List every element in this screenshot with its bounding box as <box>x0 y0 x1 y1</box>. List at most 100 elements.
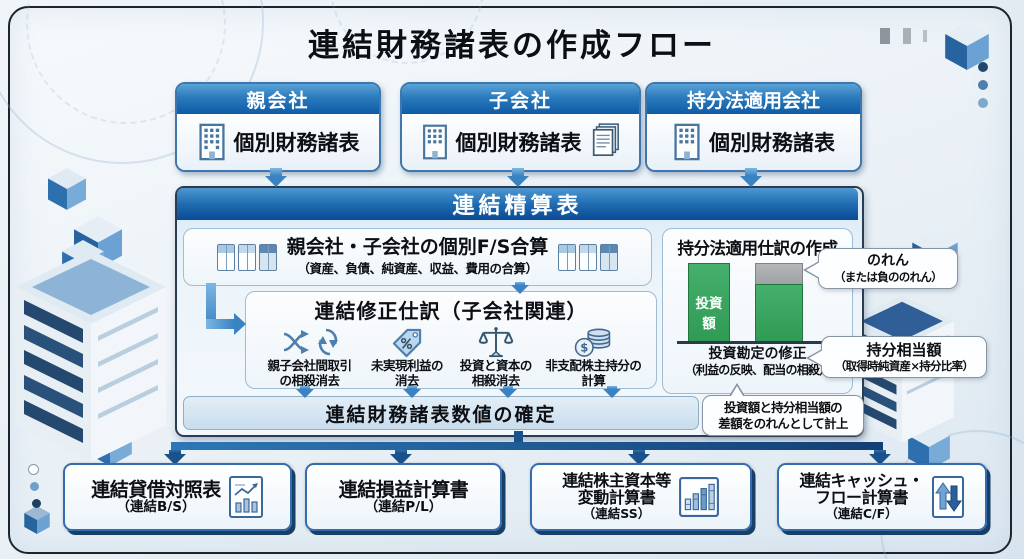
investment-amount-label: 投資額 <box>695 296 723 332</box>
flow-arrow-down <box>515 282 525 285</box>
goodwill-difference-callout: 投資額と持分相当額の 差額をのれんとして計上 <box>702 382 864 437</box>
cube-icon <box>24 506 50 534</box>
adjustment-label: 投資と資本の <box>459 358 533 373</box>
adjustment-item: 投資と資本の相殺消去 <box>451 326 541 388</box>
dot-decoration <box>28 464 39 475</box>
discount-tag-icon <box>392 328 421 357</box>
source-box-label: 個別財務諸表 <box>233 131 360 155</box>
flow-arrow-down <box>633 450 645 454</box>
office-building-icon <box>674 123 700 161</box>
callout-text: （取得時純資産×持分比率） <box>834 359 974 373</box>
flow-arrow-down <box>503 386 513 389</box>
output-box-balance-sheet: 連結貸借対照表 （連結B/S） <box>63 463 292 531</box>
square-decoration <box>923 30 927 42</box>
office-building-icon <box>422 124 447 160</box>
flow-arrow-down <box>169 450 181 454</box>
flow-arrow-down <box>874 450 886 454</box>
worksheet-header: 連結精算表 <box>177 188 858 220</box>
flow-arrow-down <box>270 168 282 176</box>
balance-scale-icon <box>478 326 514 357</box>
page-title: 連結財務諸表の作成フロー <box>308 28 716 64</box>
square-decoration <box>903 28 911 44</box>
adjustment-label: 非支配株主持分の <box>545 358 642 373</box>
line-bar-chart-icon <box>228 476 263 518</box>
finalize-bar: 連結財務諸表数値の確定 <box>183 396 699 430</box>
output-subtitle: （連結P/L） <box>364 498 443 515</box>
source-box-header: 子会社 <box>402 84 639 114</box>
fs-aggregation-subtitle: （資産、負債、純資産、収益、費用の合算） <box>297 261 538 277</box>
dot-decoration <box>978 62 988 72</box>
output-subtitle: （連結C/F） <box>825 506 898 522</box>
office-building-icon <box>198 123 225 161</box>
flow-arrow-elbow <box>206 319 234 329</box>
investment-adjustment-caption-sub: （利益の反映、配当の相殺） <box>684 362 831 377</box>
flow-arrow-elbow <box>206 283 216 329</box>
cube-icon <box>945 22 989 70</box>
consolidation-worksheet: 連結精算表 親会社・子会社の個別F/S合算 （資産、負債、純資産、収益、費用の合… <box>175 186 864 437</box>
cash-flow-arrows-icon <box>931 476 964 518</box>
output-subtitle: （連結SS） <box>582 506 651 522</box>
adjustment-label: 未実現利益の <box>371 358 444 373</box>
flow-arrow-down <box>407 386 417 389</box>
dot-decoration <box>32 499 41 508</box>
adjustment-label: 親子会社間取引 <box>267 358 353 373</box>
bar-chart-icon <box>678 477 719 517</box>
output-title: 連結損益計算書 <box>338 478 469 501</box>
flow-arrow-right <box>234 313 246 335</box>
adjustment-item: 親子会社間取引の相殺消去 <box>256 326 363 388</box>
callout-text: 差額をのれんとして計上 <box>718 415 848 431</box>
equity-method-title: 持分法適用仕訳の作成 <box>677 239 839 258</box>
cube-icon <box>48 168 86 210</box>
output-box-cash-flow-statement: 連結キャッシュ・ フロー計算書 （連結C/F） <box>777 463 987 531</box>
callout-text: のれん <box>867 253 909 269</box>
spreadsheet-icon <box>216 243 277 271</box>
investment-adjustment-caption: 投資勘定の修正 <box>708 346 807 362</box>
chart-baseline <box>677 341 829 344</box>
dot-decoration <box>978 98 988 108</box>
output-box-equity-statement: 連結株主資本等 変動計算書 （連結SS） <box>530 463 752 531</box>
consolidation-adjustments-panel: 連結修正仕訳（子会社関連） <box>245 291 657 389</box>
source-box-header: 親会社 <box>177 84 379 114</box>
flow-arrow-down <box>745 168 757 176</box>
flow-arrow-down <box>395 450 407 454</box>
server-tower-icon <box>16 250 166 462</box>
investment-amount-bar: 投資額 <box>688 263 730 344</box>
spreadsheet-icon <box>558 243 619 271</box>
source-box-label: 個別財務諸表 <box>709 131 835 155</box>
connector-bar <box>171 442 883 450</box>
goodwill-callout: のれん （または負ののれん） <box>803 248 958 290</box>
source-box-header: 持分法適用会社 <box>647 84 860 114</box>
flow-arrow-down <box>300 386 310 389</box>
coin-stack-icon: $ <box>575 328 611 357</box>
source-box-parent: 親会社 個別財務諸表 <box>175 82 381 172</box>
source-box-subsidiary: 子会社 個別財務諸表 <box>400 82 641 172</box>
source-box-equity-method: 持分法適用会社 個別財務諸表 <box>645 82 862 172</box>
output-box-income-statement: 連結損益計算書 （連結P/L） <box>305 463 502 531</box>
fs-aggregation-panel: 親会社・子会社の個別F/S合算 （資産、負債、純資産、収益、費用の合算） <box>183 228 652 286</box>
flow-arrow-down <box>607 386 617 389</box>
swap-refresh-arrows-icon <box>283 328 338 356</box>
document-stack-icon <box>592 123 619 157</box>
output-subtitle: （連結B/S） <box>116 498 196 515</box>
output-title: 連結貸借対照表 <box>91 478 221 501</box>
equity-amount-callout: 持分相当額 （取得時純資産×持分比率） <box>806 336 987 379</box>
output-title: 連結株主資本等 <box>562 471 671 491</box>
callout-text: （または負ののれん） <box>834 269 943 284</box>
source-box-label: 個別財務諸表 <box>455 131 582 155</box>
equity-amount-bar-segment <box>755 284 803 344</box>
callout-text: 持分相当額 <box>866 341 942 359</box>
goodwill-bar-segment <box>755 263 803 286</box>
cube-icon <box>908 424 950 470</box>
dot-decoration <box>978 80 988 90</box>
callout-text: 投資額と持分相当額の <box>723 400 843 415</box>
adjustment-item: 未実現利益の消去 <box>363 326 451 388</box>
svg-text:$: $ <box>581 340 589 354</box>
flow-arrow-down <box>512 168 524 176</box>
dot-decoration <box>30 482 39 491</box>
fs-aggregation-title: 親会社・子会社の個別F/S合算 <box>286 235 549 258</box>
connector-stub <box>514 431 523 443</box>
adjustment-item: $ 非支配株主持分の計算 <box>541 326 646 388</box>
adjustments-title: 連結修正仕訳（子会社関連） <box>314 299 588 323</box>
square-decoration <box>880 28 890 44</box>
